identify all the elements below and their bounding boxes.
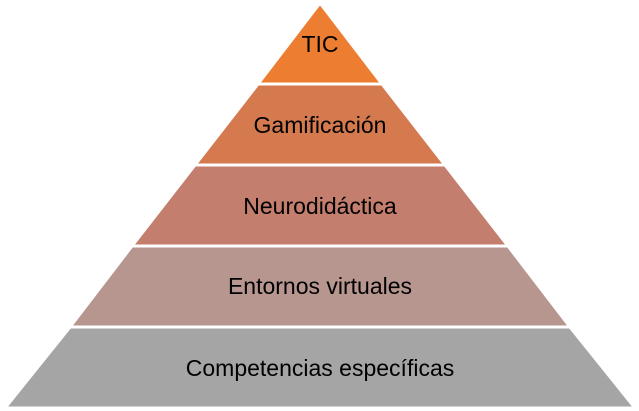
layer-label-tic: TIC	[301, 31, 338, 57]
layer-label-entornos-virtuales: Entornos virtuales	[228, 273, 412, 299]
layer-shape-competencias-especificas	[1, 325, 639, 410]
pyramid-layer-competencias-especificas: Competencias específicas	[1, 325, 639, 410]
pyramid-layer-neurodidactica: Neurodidáctica	[128, 163, 512, 248]
layer-label-gamificacion: Gamificación	[254, 112, 387, 138]
layer-label-neurodidactica: Neurodidáctica	[243, 193, 397, 219]
pyramid-layer-tic: TIC	[254, 0, 386, 86]
pyramid-layer-gamificacion: Gamificación	[191, 82, 449, 167]
layer-label-competencias-especificas: Competencias específicas	[186, 355, 454, 381]
pyramid-layer-entornos-virtuales: Entornos virtuales	[66, 244, 574, 329]
